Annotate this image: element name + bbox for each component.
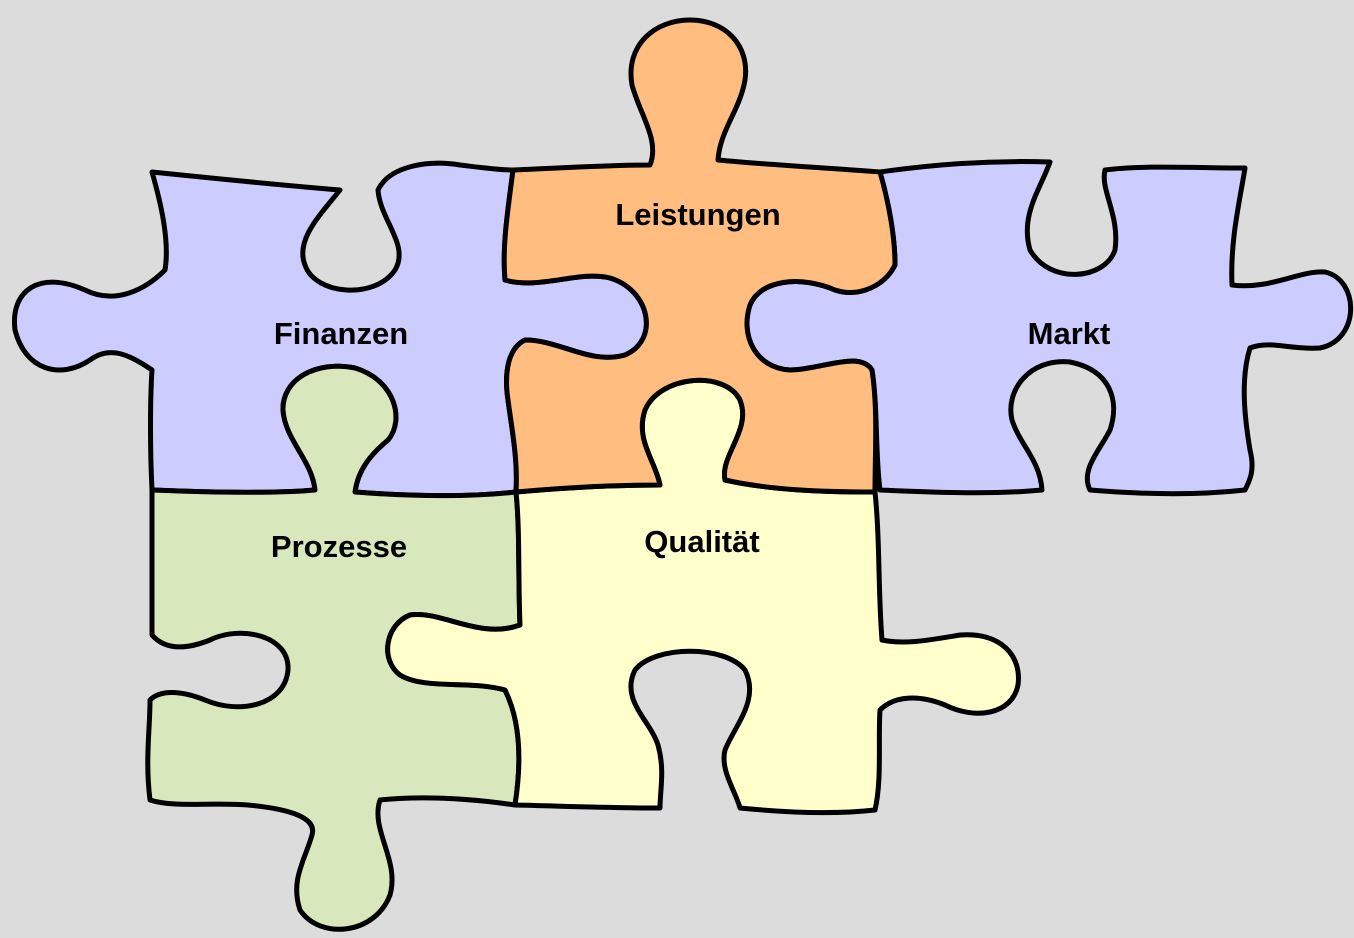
piece-label-qualitaet: Qualität — [644, 524, 759, 559]
puzzle-piece-prozesse-shape — [145, 363, 523, 932]
piece-label-markt: Markt — [1028, 316, 1111, 351]
piece-label-finanzen: Finanzen — [274, 316, 408, 351]
puzzle-piece-leistungen-shape — [501, 17, 898, 495]
puzzle-piece-markt: Markt — [744, 159, 1354, 497]
puzzle-piece-prozesse: Prozesse — [145, 363, 523, 932]
piece-label-prozesse: Prozesse — [271, 529, 407, 564]
puzzle-piece-leistungen: Leistungen — [501, 17, 898, 495]
piece-label-leistungen: Leistungen — [615, 197, 780, 232]
